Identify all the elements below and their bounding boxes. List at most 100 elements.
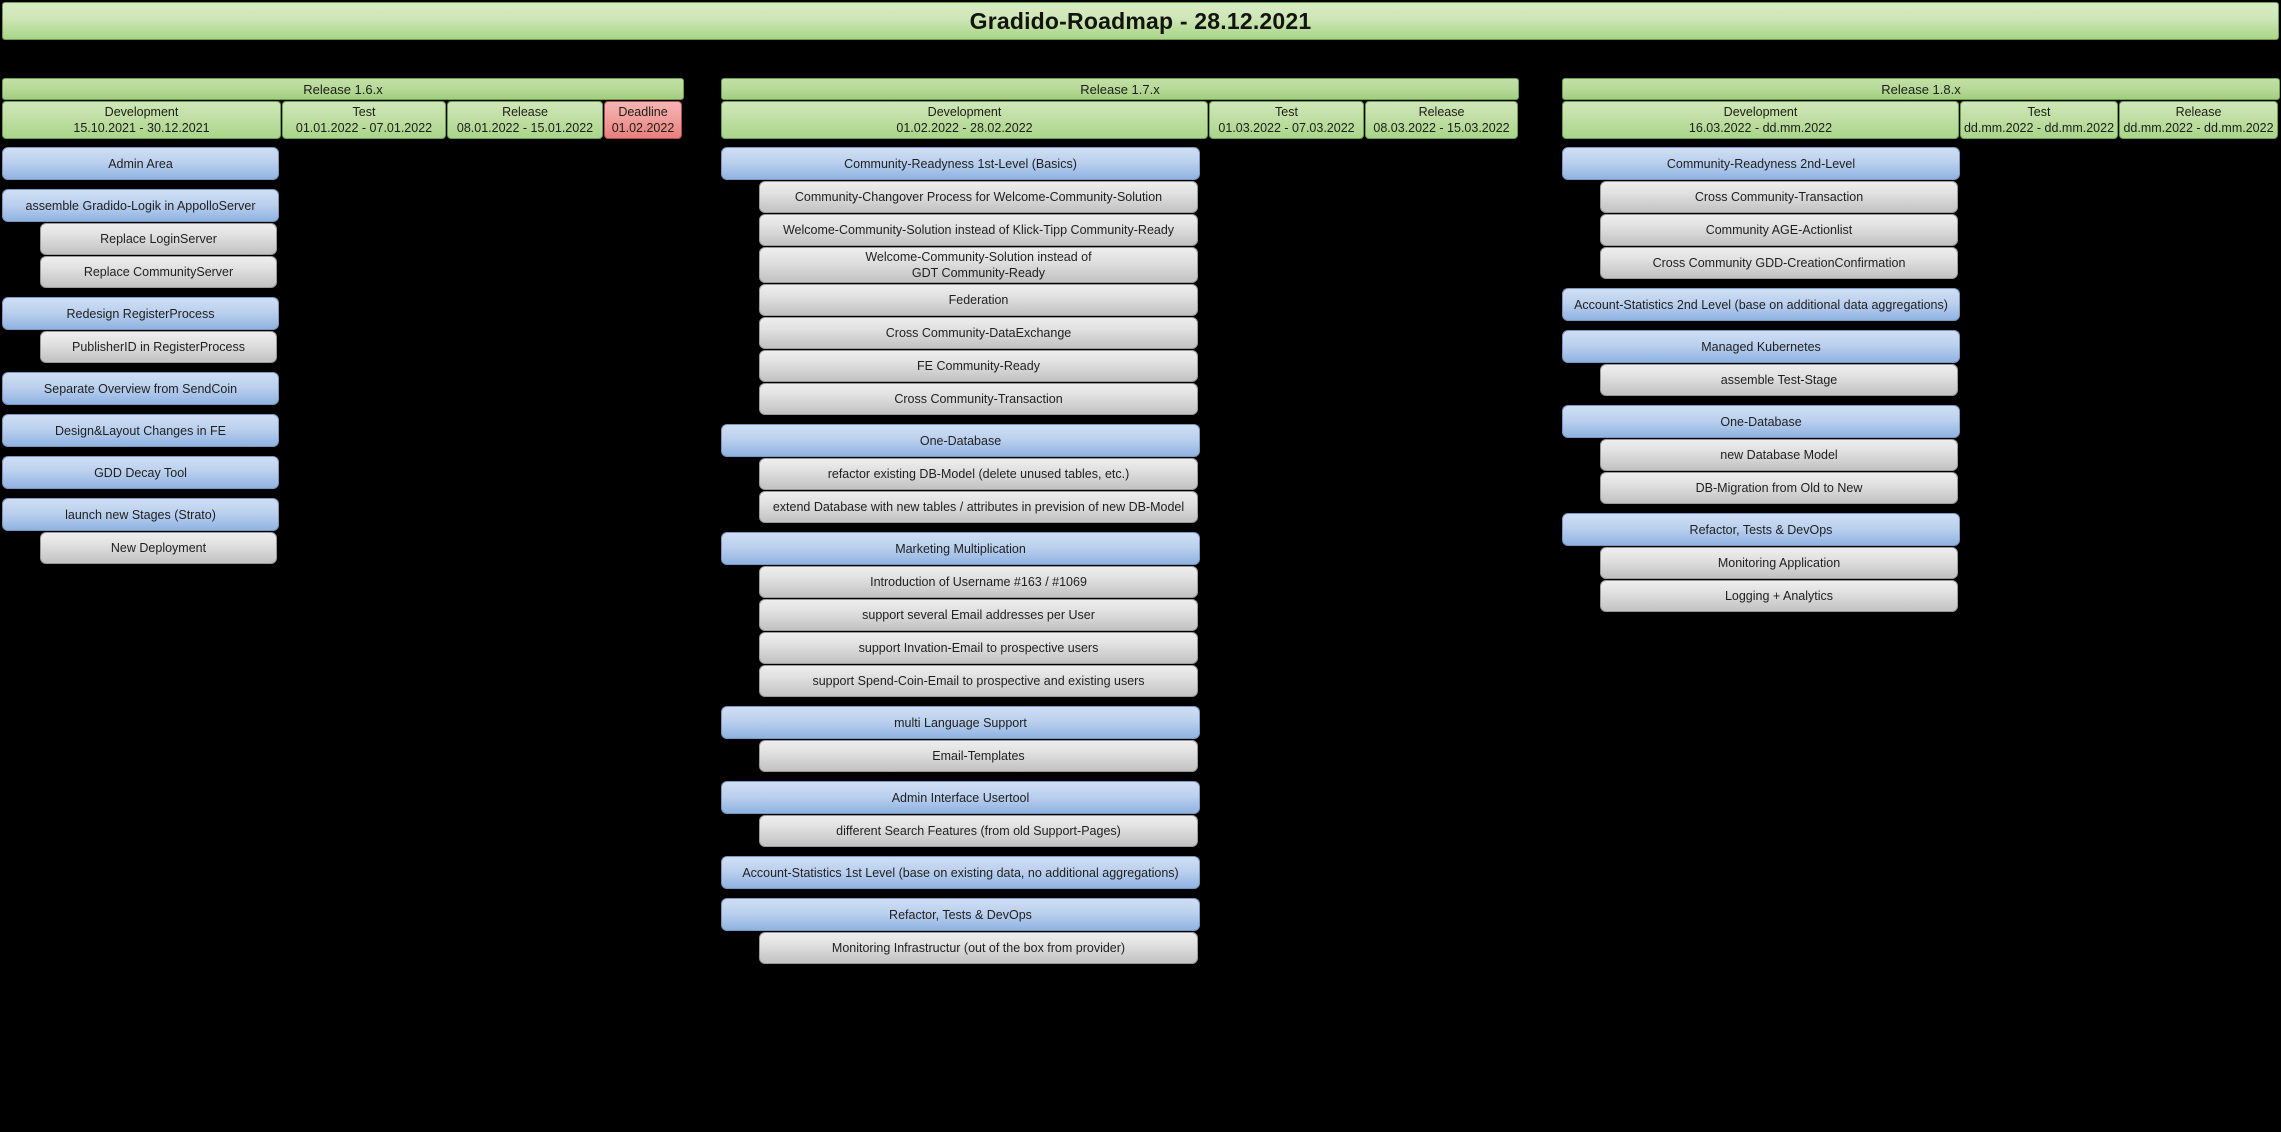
phase-label: Development (104, 104, 179, 119)
sub-task[interactable]: Cross Community-Transaction (1600, 181, 1958, 213)
epic-task[interactable]: multi Language Support (721, 706, 1200, 739)
sub-task[interactable]: new Database Model (1600, 439, 1958, 471)
sub-task-group: Introduction of Username #163 / #1069 sup… (759, 566, 1519, 697)
epic-task[interactable]: launch new Stages (Strato) (2, 498, 279, 531)
epic-task[interactable]: Redesign RegisterProcess (2, 297, 279, 330)
phase-cell-release[interactable]: Release dd.mm.2022 - dd.mm.2022 (2119, 101, 2278, 139)
epic-task[interactable]: Marketing Multiplication (721, 532, 1200, 565)
phase-label: Development (927, 104, 1002, 119)
epic-task[interactable]: Separate Overview from SendCoin (2, 372, 279, 405)
sub-task[interactable]: DB-Migration from Old to New (1600, 472, 1958, 504)
sub-task-label: DB-Migration from Old to New (1695, 481, 1863, 495)
phase-label: Release (502, 104, 548, 119)
sub-task[interactable]: Introduction of Username #163 / #1069 (759, 566, 1198, 598)
epic-task[interactable]: Admin Interface Usertool (721, 781, 1200, 814)
sub-task[interactable]: Replace LoginServer (40, 223, 277, 255)
sub-task-label: support several Email addresses per User (862, 608, 1095, 622)
phase-dates: 01.02.2022 - 28.02.2022 (896, 121, 1033, 135)
sub-task[interactable]: refactor existing DB-Model (delete unuse… (759, 458, 1198, 490)
epic-task[interactable]: Design&Layout Changes in FE (2, 414, 279, 447)
page-title: Gradido-Roadmap - 28.12.2021 (969, 7, 1312, 34)
epic-task[interactable]: One-Database (1562, 405, 1960, 438)
sub-task[interactable]: Community AGE-Actionlist (1600, 214, 1958, 246)
phase-cell-development[interactable]: Development 01.02.2022 - 28.02.2022 (721, 101, 1208, 139)
sub-task-label: Replace CommunityServer (83, 265, 234, 279)
phase-cell-development[interactable]: Development 16.03.2022 - dd.mm.2022 (1562, 101, 1959, 139)
epic-task[interactable]: Refactor, Tests & DevOps (1562, 513, 1960, 546)
sub-task[interactable]: Cross Community-DataExchange (759, 317, 1198, 349)
epic-task[interactable]: Managed Kubernetes (1562, 330, 1960, 363)
sub-task-group: PublisherID in RegisterProcess (40, 331, 684, 363)
sub-task[interactable]: PublisherID in RegisterProcess (40, 331, 277, 363)
sub-task-label: Replace LoginServer (100, 232, 217, 246)
sub-task-label: Community AGE-Actionlist (1705, 223, 1853, 237)
phase-dates: 01.03.2022 - 07.03.2022 (1218, 121, 1355, 135)
sub-task[interactable]: Cross Community-Transaction (759, 383, 1198, 415)
sub-task[interactable]: extend Database with new tables / attrib… (759, 491, 1198, 523)
epic-task-label: One-Database (1720, 414, 1802, 429)
sub-task-label: Introduction of Username #163 / #1069 (870, 575, 1087, 589)
task-list: Admin Area assemble Gradido-Logik in Appo… (2, 147, 684, 564)
phase-dates: 16.03.2022 - dd.mm.2022 (1688, 121, 1833, 135)
sub-task[interactable]: different Search Features (from old Supp… (759, 815, 1198, 847)
sub-task[interactable]: New Deployment (40, 532, 277, 564)
sub-task[interactable]: Replace CommunityServer (40, 256, 277, 288)
sub-task[interactable]: FE Community-Ready (759, 350, 1198, 382)
sub-task-label: Monitoring Application (1717, 556, 1841, 570)
epic-task-label: launch new Stages (Strato) (65, 507, 216, 522)
epic-task[interactable]: One-Database (721, 424, 1200, 457)
sub-task[interactable]: Welcome-Community-Solution instead of Kl… (759, 214, 1198, 246)
sub-task-label: New Deployment (110, 541, 207, 555)
sub-task-label: PublisherID in RegisterProcess (72, 340, 245, 354)
sub-task-label: Community-Changover Process for Welcome-… (794, 190, 1163, 204)
epic-task[interactable]: Account-Statistics 1st Level (base on ex… (721, 856, 1200, 889)
sub-task-label: Email-Templates (932, 749, 1025, 763)
sub-task-label: Federation (948, 293, 1009, 307)
phase-label: Development (1723, 104, 1798, 119)
epic-task[interactable]: Community-Readyness 2nd-Level (1562, 147, 1960, 180)
epic-task[interactable]: Admin Area (2, 147, 279, 180)
release-title: Release 1.7.x (721, 78, 1519, 100)
epic-task-label: Account-Statistics 1st Level (base on ex… (742, 865, 1179, 880)
epic-task[interactable]: Community-Readyness 1st-Level (Basics) (721, 147, 1200, 180)
sub-task[interactable]: support Invation-Email to prospective us… (759, 632, 1198, 664)
epic-task-label: Community-Readyness 2nd-Level (1666, 156, 1856, 171)
epic-task[interactable]: Refactor, Tests & DevOps (721, 898, 1200, 931)
sub-task-label: assemble Test-Stage (1720, 373, 1838, 387)
epic-task[interactable]: assemble Gradido-Logik in AppolloServer (2, 189, 279, 222)
sub-task-label: Logging + Analytics (1724, 589, 1834, 603)
sub-task[interactable]: Cross Community GDD-CreationConfirmation (1600, 247, 1958, 279)
sub-task[interactable]: assemble Test-Stage (1600, 364, 1958, 396)
sub-task-label: FE Community-Ready (917, 359, 1040, 373)
epic-task-label: Managed Kubernetes (1701, 339, 1821, 354)
sub-task[interactable]: Monitoring Application (1600, 547, 1958, 579)
sub-task[interactable]: support several Email addresses per User (759, 599, 1198, 631)
sub-task[interactable]: Email-Templates (759, 740, 1198, 772)
epic-task-label: Refactor, Tests & DevOps (889, 907, 1032, 922)
phase-dates: dd.mm.2022 - dd.mm.2022 (2123, 121, 2274, 135)
epic-task-label: Account-Statistics 2nd Level (base on ad… (1574, 297, 1948, 312)
phase-label: Release (2175, 104, 2222, 119)
sub-task[interactable]: Community-Changover Process for Welcome-… (759, 181, 1198, 213)
release-title: Release 1.6.x (2, 78, 684, 100)
sub-task[interactable]: Federation (759, 284, 1198, 316)
phase-label: Deadline (618, 104, 668, 119)
sub-task[interactable]: Monitoring Infrastructur (out of the box… (759, 932, 1198, 964)
sub-task[interactable]: Logging + Analytics (1600, 580, 1958, 612)
epic-task-label: assemble Gradido-Logik in AppolloServer (25, 198, 256, 213)
epic-task[interactable]: Account-Statistics 2nd Level (base on ad… (1562, 288, 1960, 321)
sub-task[interactable]: support Spend-Coin-Email to prospective … (759, 665, 1198, 697)
release-title-label: Release 1.6.x (303, 81, 383, 97)
epic-task[interactable]: GDD Decay Tool (2, 456, 279, 489)
